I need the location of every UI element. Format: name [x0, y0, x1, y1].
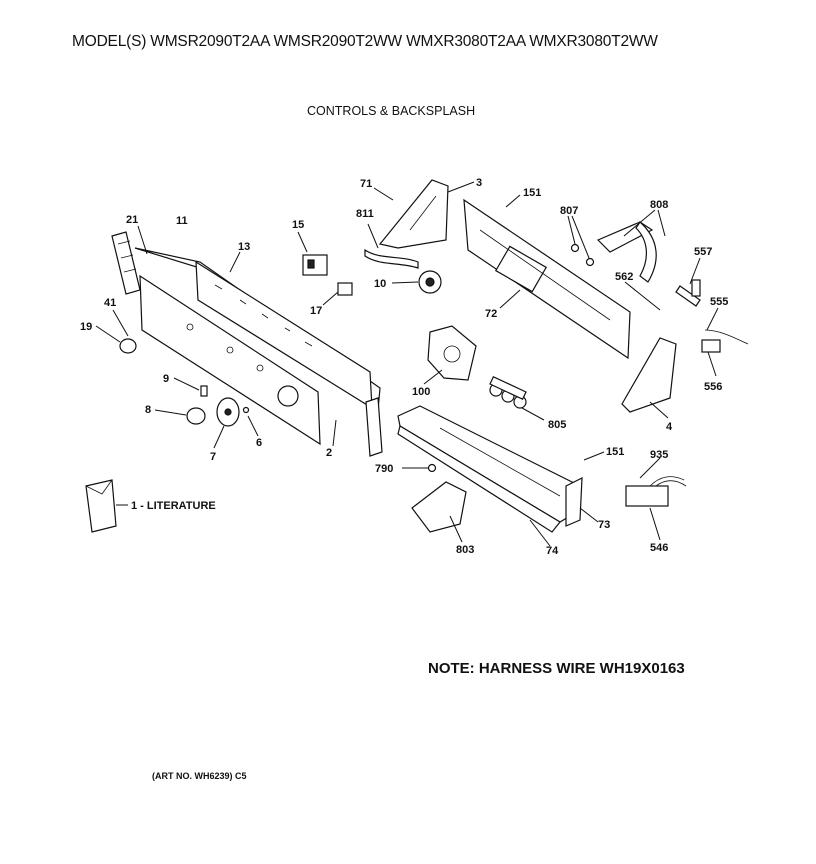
- callout-7: 7: [210, 451, 216, 463]
- bracket-3-part: [378, 179, 449, 249]
- literature-packet-part: [85, 479, 117, 533]
- callout-74: 74: [546, 545, 559, 557]
- switch-15-part: [302, 254, 328, 276]
- callout-19: 19: [80, 321, 92, 333]
- callout-8: 8: [145, 404, 151, 416]
- callout-2: 2: [326, 447, 332, 459]
- callout-21: 21: [126, 214, 138, 226]
- callout-803: 803: [456, 544, 474, 556]
- fill-hoses-808-part: [570, 221, 657, 283]
- callout-151a: 151: [523, 187, 541, 199]
- spring-9-part: [200, 385, 208, 397]
- end-cap-right-part: [365, 397, 383, 457]
- callout-4: 4: [666, 421, 673, 433]
- callout-790: 790: [375, 463, 393, 475]
- callout-17: 17: [310, 305, 322, 317]
- knob-8-part: [186, 407, 206, 425]
- callout-13: 13: [238, 241, 250, 253]
- clip-6-part: [242, 406, 250, 414]
- callout-807: 807: [560, 205, 578, 217]
- callout-546: 546: [650, 542, 668, 554]
- callout-10: 10: [374, 278, 386, 290]
- callout-811: 811: [356, 208, 374, 220]
- bracket-73-part: [565, 477, 583, 527]
- harness-note: NOTE: HARNESS WIRE WH19X0163: [428, 660, 685, 677]
- callout-labels: 71 3 151 807 808 21 11 811 15 13 557 562…: [80, 177, 728, 557]
- callout-555: 555: [710, 296, 728, 308]
- model-list-header: MODEL(S) WMSR2090T2AA WMSR2090T2WW WMXR3…: [72, 33, 658, 50]
- clip-790-part: [427, 463, 437, 473]
- callout-935: 935: [650, 449, 668, 461]
- harness-546-part: [625, 476, 687, 507]
- dial-7-part: [216, 397, 240, 427]
- rear-panel-72-part: [463, 198, 631, 360]
- switch-17-part: [337, 282, 353, 296]
- callout-9: 9: [163, 373, 169, 385]
- callout-3: 3: [476, 177, 482, 189]
- callout-71: 71: [360, 178, 372, 190]
- callout-556: 556: [704, 381, 722, 393]
- callout-6: 6: [256, 437, 262, 449]
- callout-805: 805: [548, 419, 566, 431]
- callout-literature: 1 - LITERATURE: [131, 500, 216, 512]
- art-number: (ART NO. WH6239) C5: [152, 771, 247, 781]
- callout-41: 41: [104, 297, 116, 309]
- callout-808: 808: [650, 199, 668, 211]
- bracket-803-part: [411, 481, 467, 533]
- leader-lines: [95, 181, 719, 547]
- valve-557-part: [675, 279, 701, 307]
- hose-811-part: [364, 248, 419, 269]
- section-title: CONTROLS & BACKSPLASH: [307, 104, 476, 118]
- timer-10-part: [418, 270, 442, 294]
- callout-562: 562: [615, 271, 633, 283]
- valve-805-part: [489, 375, 527, 409]
- callout-100: 100: [412, 386, 430, 398]
- timer-100-part: [427, 325, 477, 381]
- callout-72: 72: [485, 308, 497, 320]
- callout-151b: 151: [606, 446, 624, 458]
- callout-15: 15: [292, 219, 304, 231]
- knob-19-part: [119, 338, 137, 354]
- callout-11: 11: [176, 215, 188, 227]
- end-cap-left-part: [111, 231, 141, 295]
- control-panel-part: [139, 274, 321, 446]
- bracket-4-part: [621, 337, 677, 413]
- pressure-switch-556-part: [701, 329, 749, 353]
- callout-73: 73: [598, 519, 610, 531]
- callout-557: 557: [694, 246, 712, 258]
